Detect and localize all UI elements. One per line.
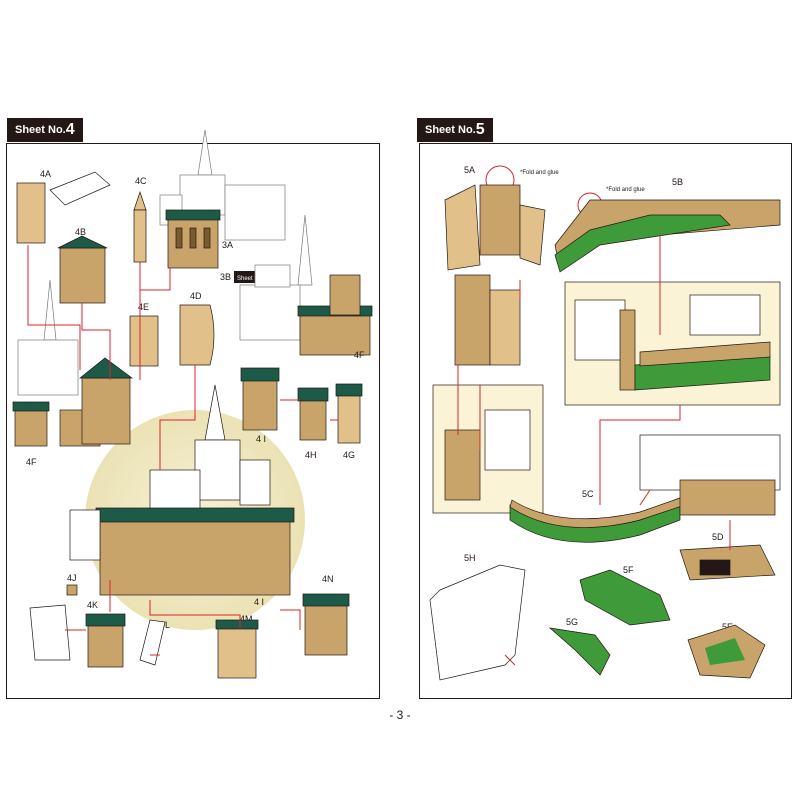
label-4m: 4M [240, 614, 253, 624]
piece-4f-buildings [12, 357, 134, 447]
label-5g: 5G [566, 617, 578, 627]
piece-4e [129, 315, 159, 367]
label-4e: 4E [138, 302, 149, 312]
label-4d: 4D [190, 291, 202, 301]
fold-note-1: *Fold and glue [520, 170, 559, 176]
piece-5e-grass [705, 638, 745, 665]
sheet-5-tab: Sheet No.5 [417, 118, 493, 142]
assembly-arrows-right [457, 235, 731, 666]
main-abbey-model [69, 384, 295, 596]
label-4i-top: 4 I [256, 434, 266, 444]
label-4g: 4G [343, 450, 355, 460]
piece-5d [679, 544, 776, 581]
outline-church-right [239, 214, 313, 341]
sheet-4-tab-number: 4 [65, 121, 75, 138]
piece-4g-tower [335, 383, 363, 444]
piece-5b [554, 199, 781, 273]
label-3a: 3A [222, 240, 233, 250]
piece-5h [429, 564, 526, 681]
page-number: - 3 - [389, 708, 411, 722]
piece-5a-net [454, 274, 521, 366]
label-3b: 3B [220, 272, 231, 282]
sheet-5-tab-prefix: Sheet No. [425, 124, 476, 136]
fold-note-2: *Fold and glue [606, 187, 645, 193]
assembly-5b-model [574, 294, 771, 391]
piece-4j-net [29, 604, 71, 661]
outline-church-left [17, 279, 79, 396]
piece-3-right-building [297, 274, 373, 356]
label-4c: 4C [135, 176, 147, 186]
ref-sheet-3-prefix: Sheet No. [237, 276, 264, 282]
label-4k: 4K [87, 600, 98, 610]
piece-4c [133, 190, 147, 263]
piece-4k [85, 613, 126, 668]
sheet-5-tab-number: 5 [475, 121, 485, 138]
label-5e: 5E [722, 622, 733, 632]
label-4a: 4A [40, 169, 51, 179]
sheet-4-tab: Sheet No.4 [7, 118, 83, 142]
piece-3a [165, 209, 221, 269]
piece-4j [66, 584, 78, 596]
assembly-5c-model [639, 434, 781, 516]
piece-4n [302, 593, 350, 656]
piece-4b [57, 235, 108, 304]
label-4f-top: 4F [354, 350, 365, 360]
label-4l: 4L [160, 620, 170, 630]
piece-4i-tower [240, 367, 280, 431]
label-5d: 5D [712, 532, 724, 542]
piece-5f [579, 569, 671, 626]
label-5h: 5H [464, 553, 476, 563]
piece-4l [139, 619, 166, 666]
assembly-arrows-left [27, 245, 338, 656]
label-5a: 5A [464, 165, 475, 175]
piece-5g [548, 627, 611, 676]
label-5f: 5F [623, 565, 634, 575]
label-4f-left: 4F [26, 457, 37, 467]
label-4i-bottom: 4 I [254, 597, 264, 607]
label-4j: 4J [67, 573, 77, 583]
piece-4d [179, 304, 215, 366]
label-4h: 4H [305, 450, 317, 460]
outline-church-3a [159, 129, 286, 241]
piece-5a [444, 184, 546, 271]
label-4b: 4B [75, 227, 86, 237]
assembly-5a-model [444, 409, 531, 501]
sheet-4-tab-prefix: Sheet No. [15, 124, 66, 136]
piece-4a [16, 171, 111, 244]
label-5c: 5C [582, 489, 594, 499]
piece-4h-tower [297, 387, 329, 441]
label-5b: 5B [672, 177, 683, 187]
piece-4m [215, 619, 259, 679]
label-4n: 4N [322, 574, 334, 584]
